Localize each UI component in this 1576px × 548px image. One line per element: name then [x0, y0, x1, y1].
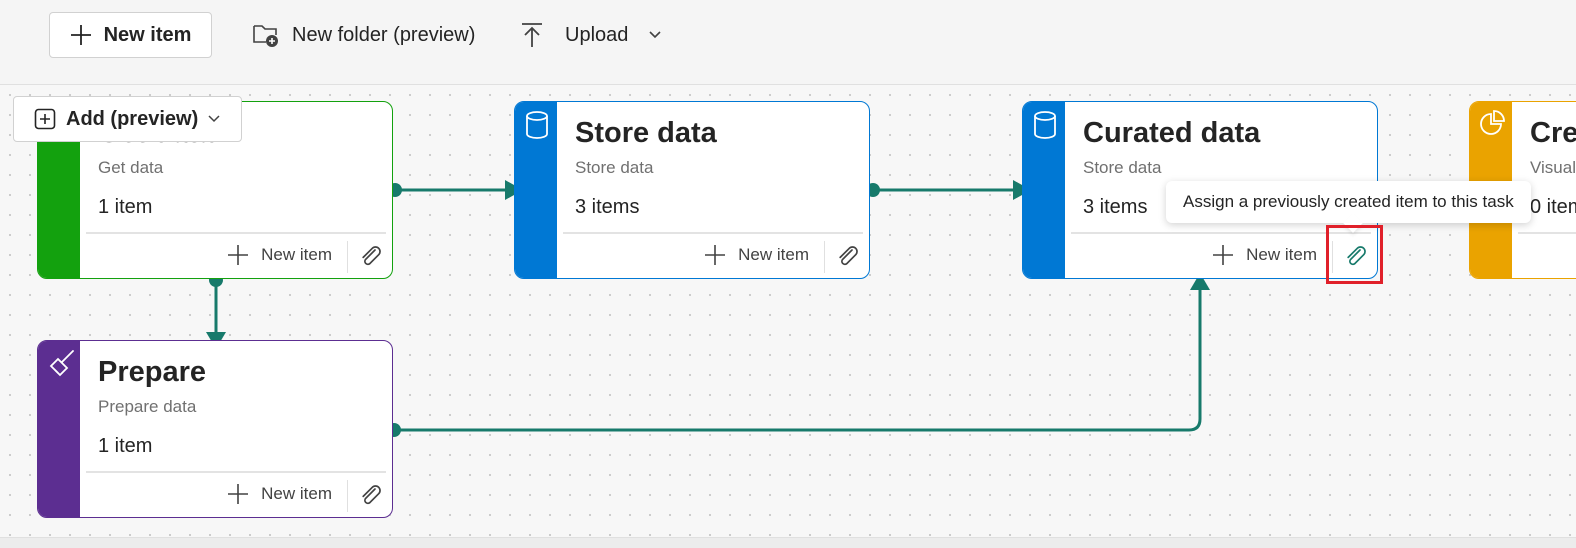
pie-chart-icon	[1480, 110, 1505, 135]
card-subtitle: Visualize	[1530, 158, 1576, 177]
plus-icon	[1213, 245, 1234, 265]
attach-icon[interactable]	[835, 244, 861, 270]
add-preview-button[interactable]: Add (preview)	[13, 96, 242, 142]
card-separator	[347, 480, 348, 512]
plus-icon	[70, 25, 91, 45]
attach-icon[interactable]	[358, 244, 384, 270]
card-divider	[1071, 232, 1371, 234]
card-new-item-button[interactable]: New item	[227, 483, 332, 505]
card-divider	[1518, 232, 1576, 234]
add-preview-label: Add (preview)	[66, 107, 199, 130]
card-color-band	[38, 341, 80, 517]
connector-prepare-to-curated	[387, 273, 1210, 437]
card-color-band	[1023, 102, 1065, 278]
card-title: Create	[1530, 117, 1576, 149]
card-new-item-label: New item	[738, 245, 809, 264]
card-title: Curated data	[1083, 117, 1261, 149]
bottom-strip	[0, 537, 1576, 548]
upload-button[interactable]: Upload	[521, 22, 662, 48]
task-card-store-data[interactable]: Store data Store data 3 items New item	[514, 101, 870, 279]
card-divider	[86, 471, 386, 473]
card-divider	[563, 232, 863, 234]
new-item-label: New item	[103, 23, 192, 46]
task-flow-canvas[interactable]: Get data Get data 1 item New item Add (p…	[0, 85, 1576, 537]
card-item-count[interactable]: 3 items	[1083, 196, 1148, 218]
attach-icon[interactable]	[1343, 244, 1369, 270]
card-color-band	[515, 102, 557, 278]
broom-icon	[49, 350, 74, 377]
card-separator	[1332, 241, 1333, 273]
card-title: Store data	[575, 117, 717, 149]
connector-get-to-prepare	[206, 273, 226, 349]
card-new-item-label: New item	[261, 245, 332, 264]
task-card-prepare[interactable]: Prepare Prepare data 1 item New item	[37, 340, 393, 518]
upload-icon	[522, 23, 542, 47]
card-title: Prepare	[98, 356, 207, 388]
card-subtitle: Get data	[98, 158, 164, 177]
card-item-count[interactable]: 1 item	[98, 435, 153, 457]
card-new-item-button[interactable]: New item	[1212, 244, 1317, 266]
add-square-icon	[34, 108, 56, 130]
card-item-count[interactable]: 0 items	[1530, 196, 1576, 218]
card-new-item-button[interactable]: New item	[704, 244, 809, 266]
card-subtitle: Store data	[575, 158, 654, 177]
card-subtitle: Store data	[1083, 158, 1162, 177]
toolbar: New item New folder (preview) Upload	[0, 0, 1576, 85]
card-item-count[interactable]: 3 items	[575, 196, 640, 218]
chevron-down-icon	[208, 115, 220, 123]
card-divider	[86, 232, 386, 234]
new-folder-label: New folder (preview)	[292, 23, 476, 46]
plus-icon	[228, 245, 249, 265]
card-subtitle: Prepare data	[98, 397, 197, 416]
tooltip-text: Assign a previously created item to this…	[1183, 192, 1514, 211]
attach-icon[interactable]	[358, 483, 384, 509]
upload-label: Upload	[565, 23, 629, 46]
card-item-count[interactable]: 1 item	[98, 196, 153, 218]
plus-icon	[228, 484, 249, 504]
new-folder-button[interactable]: New folder (preview)	[252, 22, 475, 48]
plus-icon	[705, 245, 726, 265]
card-separator	[347, 241, 348, 273]
connector-store-to-curated	[866, 180, 1031, 200]
card-new-item-button[interactable]: New item	[227, 244, 332, 266]
database-icon	[526, 111, 548, 139]
chevron-down-icon[interactable]	[648, 30, 662, 40]
connector-get-to-store	[388, 180, 523, 200]
new-item-button[interactable]: New item	[49, 12, 212, 58]
database-icon	[1034, 111, 1056, 139]
card-new-item-label: New item	[1246, 245, 1317, 264]
card-new-item-label: New item	[261, 484, 332, 503]
folder-add-icon	[253, 25, 278, 47]
assign-item-tooltip: Assign a previously created item to this…	[1166, 181, 1531, 233]
card-separator	[824, 241, 825, 273]
